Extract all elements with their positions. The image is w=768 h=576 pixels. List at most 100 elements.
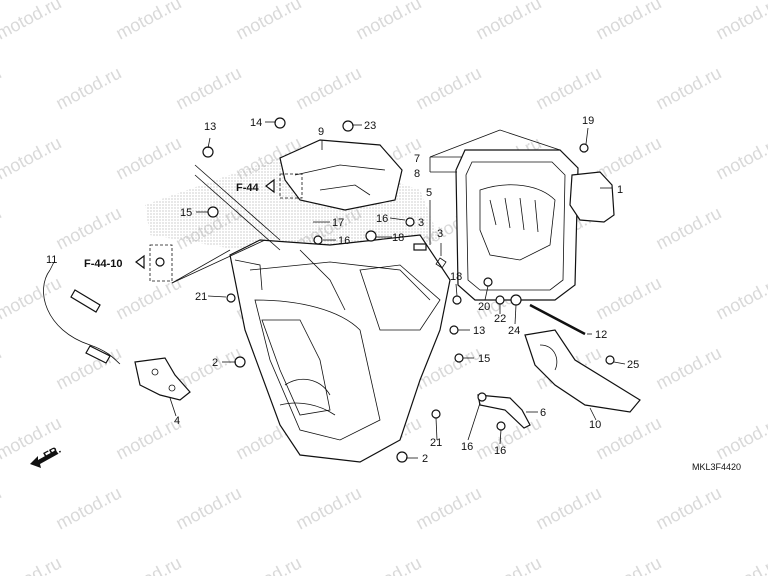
ref-arrow-f44 bbox=[265, 178, 275, 194]
callout-13: 13 bbox=[204, 121, 216, 133]
watermark-text: motod.ru bbox=[472, 553, 544, 576]
watermark-text: motod.ru bbox=[592, 273, 664, 324]
callout-18: 18 bbox=[450, 271, 462, 283]
callout-12: 12 bbox=[595, 329, 607, 341]
callout-22: 22 bbox=[494, 313, 506, 325]
watermark-text: motod.ru bbox=[472, 413, 544, 464]
watermark-text: motod.ru bbox=[172, 483, 244, 534]
link-part-6 bbox=[477, 394, 531, 429]
watermark-text: motod.ru bbox=[0, 63, 5, 114]
callout-8: 8 bbox=[414, 168, 420, 180]
cable-part-11 bbox=[43, 269, 121, 365]
watermark-text: motod.ru bbox=[652, 483, 724, 534]
front-arrow bbox=[30, 450, 58, 468]
watermark-text: motod.ru bbox=[652, 203, 724, 254]
callout-19: 19 bbox=[582, 115, 594, 127]
watermark-text: motod.ru bbox=[112, 553, 184, 576]
watermark-text: motod.ru bbox=[292, 483, 364, 534]
watermark-text: motod.ru bbox=[0, 273, 65, 324]
ref-arrow-f4410 bbox=[135, 254, 145, 270]
callout-1: 1 bbox=[617, 184, 623, 196]
leader-lines bbox=[49, 121, 626, 459]
watermark-text: motod.ru bbox=[112, 273, 184, 324]
callout-14: 14 bbox=[250, 117, 262, 129]
callout-2: 2 bbox=[212, 357, 218, 369]
watermark-text: motod.ru bbox=[292, 63, 364, 114]
callout-3: 3 bbox=[418, 217, 424, 229]
diagram-code: MKL3F4420 bbox=[692, 462, 741, 472]
callout-16: 16 bbox=[494, 445, 506, 457]
cable-end bbox=[70, 289, 101, 313]
lid-frame bbox=[455, 149, 579, 301]
watermark-text: motod.ru bbox=[52, 483, 124, 534]
watermark-text: motod.ru bbox=[712, 273, 768, 324]
callout-23: 23 bbox=[364, 120, 376, 132]
callout-11: 11 bbox=[46, 254, 57, 266]
cover-part-9 bbox=[279, 139, 403, 211]
watermark-text: motod.ru bbox=[412, 483, 484, 534]
callout-9: 9 bbox=[318, 126, 324, 138]
watermark-text: motod.ru bbox=[472, 0, 544, 44]
watermark-text: motod.ru bbox=[712, 133, 768, 184]
bracket-hole bbox=[539, 344, 558, 371]
watermark-text: motod.ru bbox=[652, 343, 724, 394]
watermark-text: motod.ru bbox=[0, 483, 5, 534]
watermark-text: motod.ru bbox=[712, 553, 768, 576]
ref-box-f44 bbox=[279, 173, 303, 199]
watermark-text: motod.ru bbox=[0, 343, 5, 394]
watermark-text: motod.ru bbox=[0, 203, 5, 254]
callout-labels: F-44 F-44-10 FR. MKL3F4420 1 2 2 3 3 4 5… bbox=[42, 115, 741, 472]
watermark-text: motod.ru bbox=[0, 553, 65, 576]
watermark-text: motod.ru bbox=[532, 483, 604, 534]
watermark-text: motod.ru bbox=[712, 413, 768, 464]
watermark-text: motod.ru bbox=[652, 63, 724, 114]
luggage-box bbox=[229, 234, 451, 463]
front-label: FR. bbox=[42, 444, 63, 463]
callout-25: 25 bbox=[627, 359, 639, 371]
watermark-text: motod.ru bbox=[0, 133, 65, 184]
callout-20: 20 bbox=[478, 301, 490, 313]
callout-16: 16 bbox=[461, 441, 473, 453]
watermark-text: motod.ru bbox=[592, 413, 664, 464]
watermark-text: motod.ru bbox=[112, 133, 184, 184]
ref-box-f4410 bbox=[149, 244, 173, 282]
watermark-text: motod.ru bbox=[52, 63, 124, 114]
callout-13: 13 bbox=[473, 325, 485, 337]
callout-10: 10 bbox=[589, 419, 601, 431]
rod-part-12 bbox=[529, 303, 586, 336]
callout-16: 16 bbox=[338, 235, 350, 247]
watermark-text: motod.ru bbox=[352, 553, 424, 576]
ref-label-f4410: F-44-10 bbox=[84, 258, 123, 270]
callout-2: 2 bbox=[422, 453, 428, 465]
watermark-text: motod.ru bbox=[712, 0, 768, 44]
callout-18: 18 bbox=[392, 232, 404, 244]
watermark-text: motod.ru bbox=[52, 203, 124, 254]
latch-part-4 bbox=[134, 357, 191, 401]
callout-3: 3 bbox=[437, 228, 443, 240]
watermark-text: motod.ru bbox=[592, 0, 664, 44]
callout-24: 24 bbox=[508, 325, 520, 337]
callout-16: 16 bbox=[376, 213, 388, 225]
watermark-text: motod.ru bbox=[592, 553, 664, 576]
callout-15: 15 bbox=[180, 207, 192, 219]
callout-4: 4 bbox=[174, 415, 180, 427]
callout-21: 21 bbox=[195, 291, 207, 303]
watermark-text: motod.ru bbox=[112, 0, 184, 44]
bracket-part-10 bbox=[524, 329, 641, 413]
callout-6: 6 bbox=[540, 407, 546, 419]
watermark-text: motod.ru bbox=[0, 0, 65, 44]
watermark-text: motod.ru bbox=[412, 63, 484, 114]
callout-17: 17 bbox=[332, 217, 344, 229]
cable-clip bbox=[85, 345, 111, 364]
watermark-text: motod.ru bbox=[172, 63, 244, 114]
callout-5: 5 bbox=[426, 187, 432, 199]
gasket-part-1 bbox=[569, 171, 615, 223]
watermark-text: motod.ru bbox=[232, 0, 304, 44]
watermark-text: motod.ru bbox=[532, 63, 604, 114]
callout-7: 7 bbox=[414, 153, 420, 165]
callout-21: 21 bbox=[430, 437, 442, 449]
watermark-text: motod.ru bbox=[232, 553, 304, 576]
fasteners bbox=[155, 117, 615, 463]
callout-15: 15 bbox=[478, 353, 490, 365]
